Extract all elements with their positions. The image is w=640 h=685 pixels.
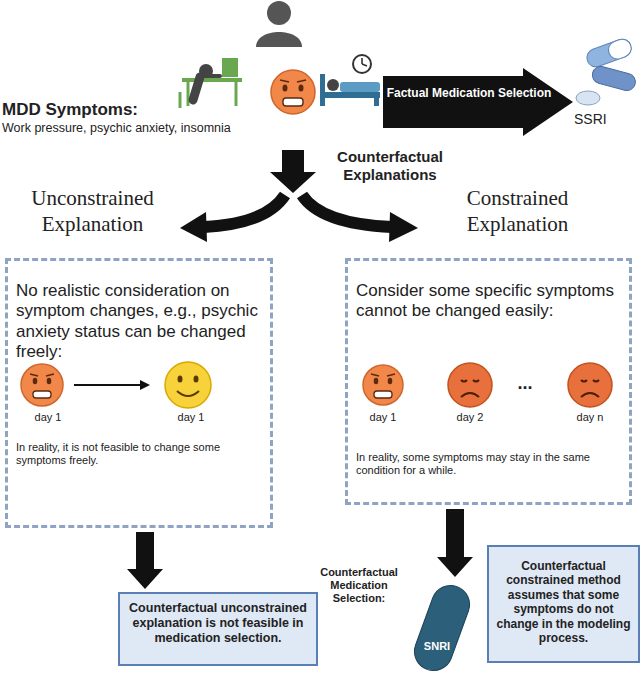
face-mouth bbox=[283, 98, 303, 106]
face-eye bbox=[388, 378, 393, 385]
curved-arrow-head bbox=[180, 212, 207, 242]
block-arrow bbox=[437, 509, 473, 577]
bed-frame bbox=[320, 92, 380, 98]
node-subtext: In reality, it is not feasible to change… bbox=[16, 441, 268, 467]
worker-body bbox=[193, 77, 200, 100]
face-eye bbox=[581, 380, 587, 382]
node-subtext: day 1 bbox=[20, 411, 76, 424]
desk-top bbox=[182, 78, 242, 82]
node-text: SNRI bbox=[412, 640, 462, 653]
capsule bbox=[590, 65, 637, 93]
chair bbox=[179, 92, 182, 108]
face-brow bbox=[30, 374, 38, 376]
change-arrow-head bbox=[140, 380, 150, 390]
face-eye bbox=[299, 85, 304, 92]
arrow-body bbox=[383, 68, 573, 136]
face-brow bbox=[297, 80, 306, 82]
node-text: Factual Medication Selection bbox=[385, 86, 553, 100]
change-arrow bbox=[74, 384, 140, 386]
sad-face bbox=[448, 363, 492, 407]
bed-leg bbox=[374, 92, 379, 106]
node-subtext: ... bbox=[505, 373, 545, 395]
worried-face bbox=[21, 364, 63, 406]
person-body bbox=[256, 32, 302, 47]
face-eye bbox=[283, 85, 288, 92]
worker-arm bbox=[203, 74, 220, 78]
curved-arrow-head bbox=[389, 212, 418, 242]
capsule-body bbox=[409, 580, 475, 676]
face-eye bbox=[194, 376, 199, 383]
conclusion-box: Counterfactual unconstrained explanation… bbox=[118, 592, 318, 666]
clock-hand bbox=[361, 58, 363, 64]
text-label: MDD Symptoms: bbox=[2, 100, 182, 120]
person-head bbox=[267, 1, 291, 25]
curved-arrow bbox=[204, 195, 285, 227]
face-eye bbox=[47, 378, 52, 385]
text-label: Unconstrained Explanation bbox=[0, 185, 185, 238]
face-brow bbox=[46, 374, 54, 376]
text-label: Counterfactual Medication Selection: bbox=[318, 566, 400, 606]
arrow-shape bbox=[383, 68, 573, 136]
worried-face bbox=[271, 70, 315, 114]
sleeper-head bbox=[327, 79, 339, 91]
node-text: Counterfactual constrained method assume… bbox=[494, 559, 633, 645]
face-mouth bbox=[177, 391, 199, 396]
text-label: Counterfactual Explanations bbox=[320, 148, 460, 184]
happy-face bbox=[165, 362, 211, 408]
block-arrow bbox=[127, 532, 163, 589]
explanation-box: No realistic consideration on symptom ch… bbox=[5, 258, 273, 528]
node-text: Consider some specific symptoms cannot b… bbox=[356, 281, 626, 322]
face-eye bbox=[593, 380, 599, 382]
explanation-box: Consider some specific symptoms cannot b… bbox=[345, 258, 632, 505]
face-eye bbox=[178, 376, 183, 383]
node-subtext: day 1 bbox=[163, 411, 219, 424]
clock bbox=[353, 55, 371, 73]
face-mouth bbox=[374, 391, 392, 398]
curved-arrow bbox=[302, 195, 392, 227]
face-mouth bbox=[581, 393, 599, 397]
capsule-half bbox=[606, 37, 634, 62]
node-text: Counterfactual unconstrained explanation… bbox=[126, 601, 310, 646]
desk-leg bbox=[187, 82, 190, 106]
text-label: SSRI bbox=[574, 111, 634, 128]
down-arrow bbox=[270, 150, 316, 193]
clock-hand bbox=[362, 64, 367, 66]
factual-arrow: Factual Medication Selection bbox=[383, 68, 573, 136]
monitor bbox=[222, 58, 238, 77]
sad-face bbox=[568, 363, 612, 407]
node-subtext: day 2 bbox=[442, 411, 498, 424]
node-text: No realistic consideration on symptom ch… bbox=[16, 281, 268, 363]
face-eye bbox=[33, 378, 38, 385]
node-subtext: day n bbox=[562, 411, 618, 424]
node-subtext: day 1 bbox=[355, 411, 411, 424]
conclusion-box: Counterfactual constrained method assume… bbox=[487, 545, 640, 663]
face-eye bbox=[374, 378, 379, 385]
blanket bbox=[340, 82, 380, 92]
face-mouth bbox=[33, 391, 51, 398]
node-subtext: In reality, some symptoms may stay in th… bbox=[356, 451, 626, 477]
face-brow bbox=[280, 80, 289, 82]
text-label: Constrained Explanation bbox=[425, 185, 610, 238]
face-eye bbox=[461, 380, 467, 382]
desk-leg bbox=[235, 82, 238, 106]
face-brow bbox=[371, 374, 379, 376]
bed-headboard bbox=[320, 74, 325, 106]
face-brow bbox=[387, 374, 395, 376]
face-eye bbox=[473, 380, 479, 382]
tablet bbox=[576, 91, 600, 105]
worried-face bbox=[363, 365, 403, 405]
text-label: Work pressure, psychic anxiety, insomnia bbox=[2, 121, 302, 136]
face-mouth bbox=[461, 393, 479, 397]
capsule bbox=[584, 37, 633, 70]
pill-shape bbox=[400, 580, 484, 676]
medication-pill: SNRI bbox=[400, 580, 484, 676]
